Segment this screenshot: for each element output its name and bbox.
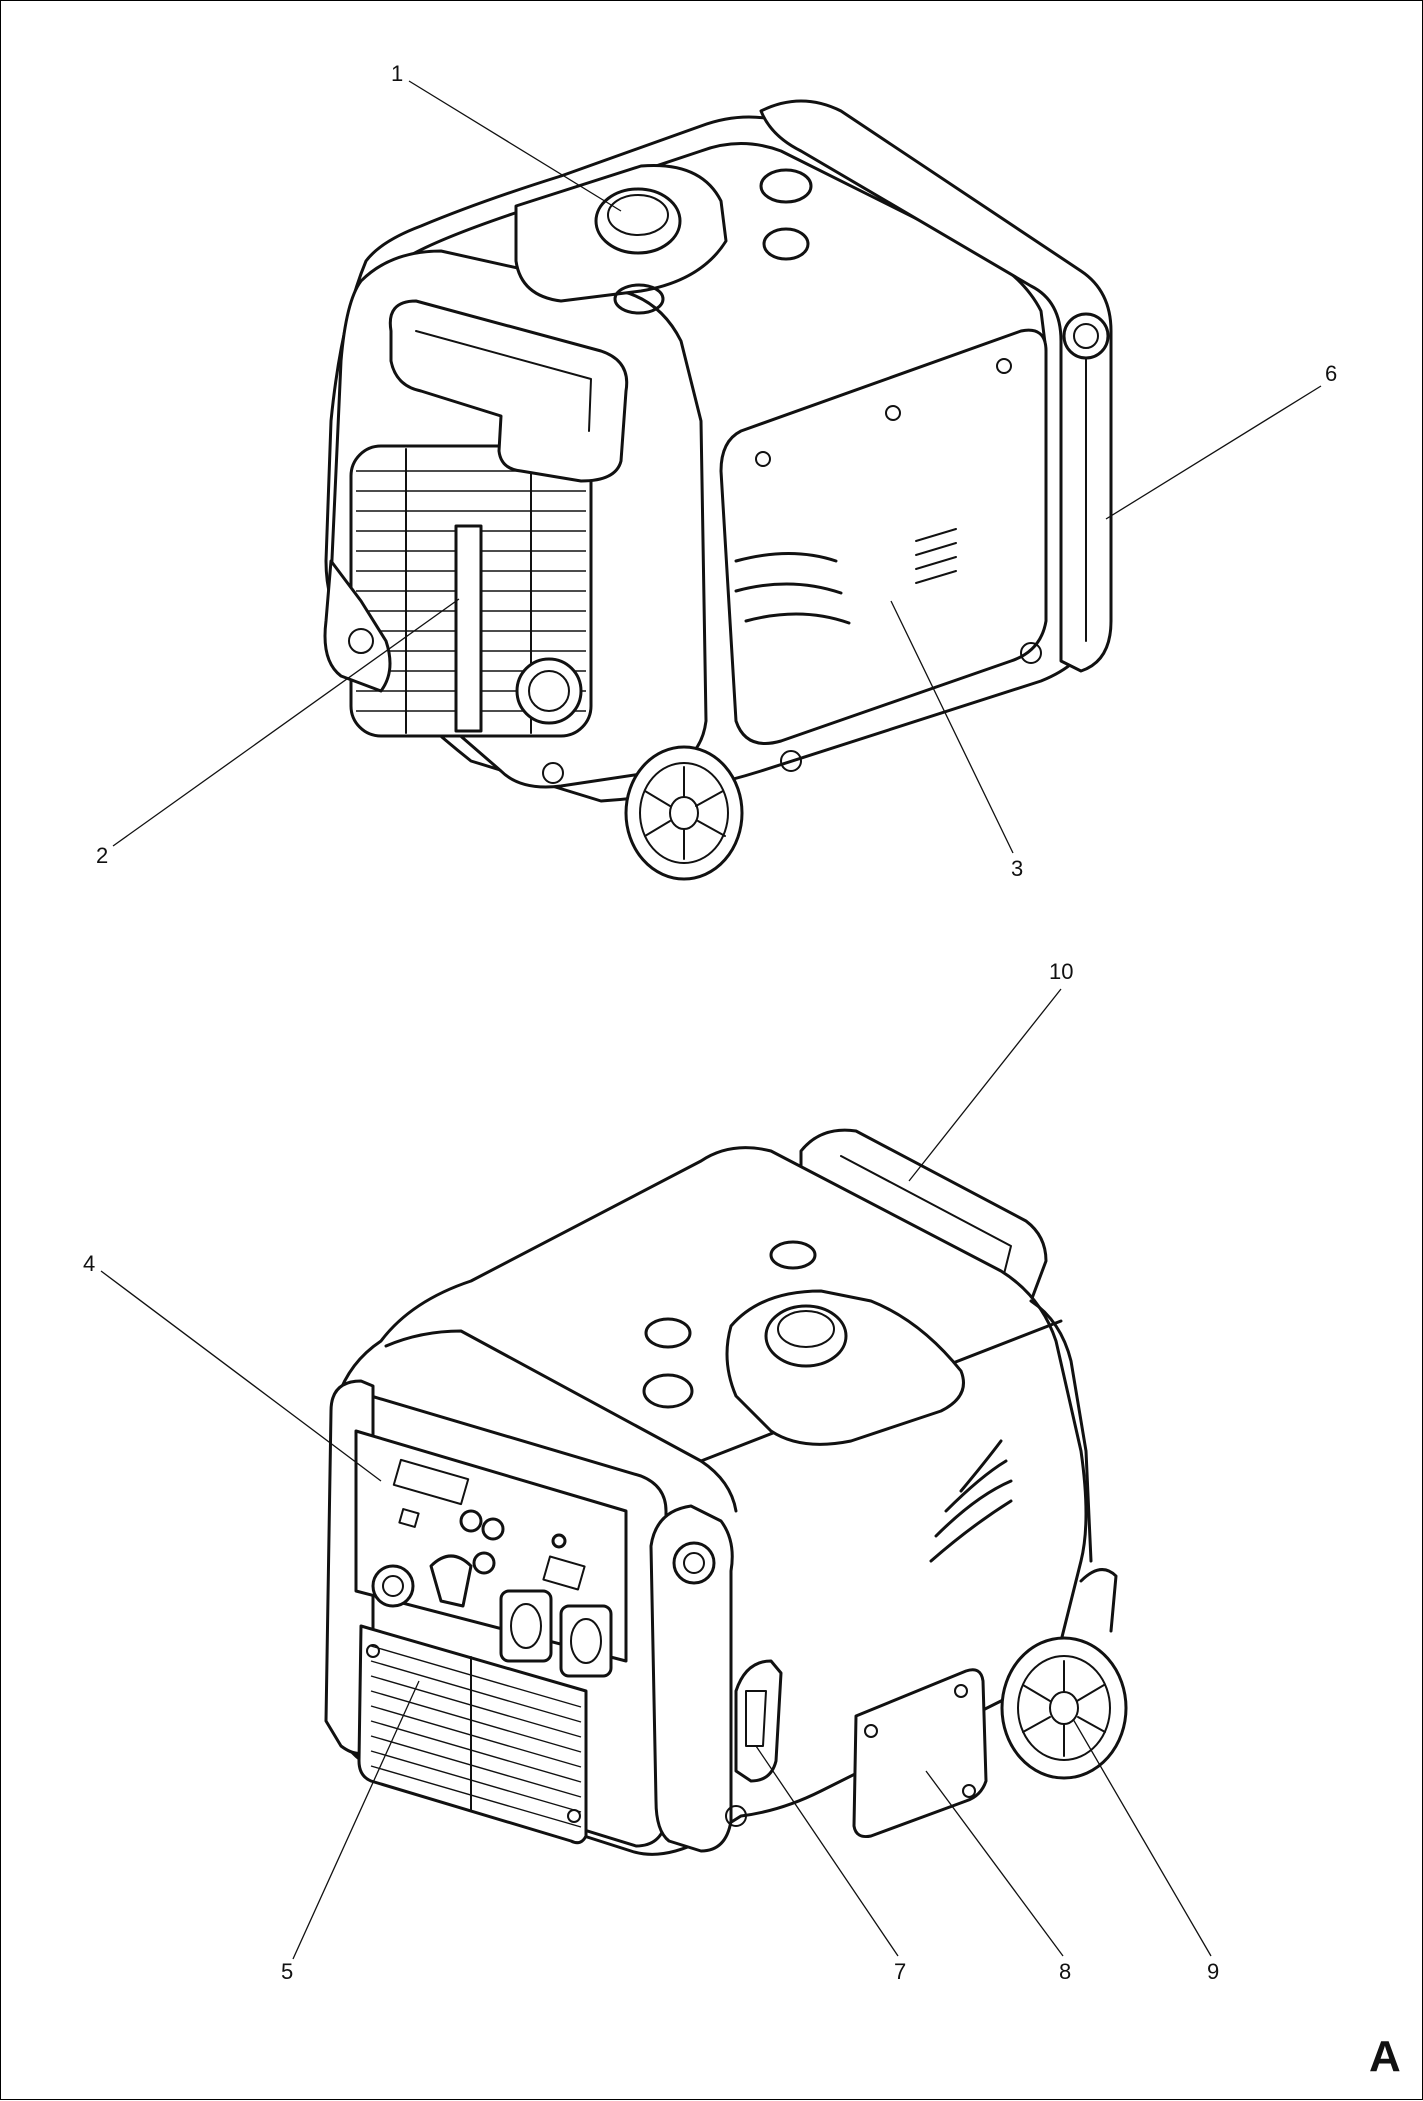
lower-side-access-panel (852, 1668, 988, 1838)
callout-6: 6 (1325, 361, 1337, 386)
upper-pull-start (515, 657, 583, 725)
upper-generator-view (323, 99, 1113, 881)
upper-front-bumper (323, 559, 392, 693)
lower-side-latch (734, 1659, 783, 1783)
callout-4: 4 (83, 1251, 95, 1276)
lower-choke-lever (429, 1554, 473, 1608)
callout-1: 1 (391, 61, 403, 86)
upper-rear-bolt (1062, 312, 1110, 360)
callout-5: 5 (281, 1959, 293, 1984)
callout-7: 7 (894, 1959, 906, 1984)
lower-indicator-lamp (459, 1509, 483, 1533)
callout-10: 10 (1049, 959, 1073, 984)
callout-2: 2 (96, 843, 108, 868)
lower-control-panel (354, 1429, 628, 1663)
lower-generator-view (324, 1128, 1128, 1856)
upper-grille-center-bar (454, 524, 483, 733)
lower-socket-left (499, 1589, 553, 1663)
lower-wheel (1000, 1636, 1128, 1780)
lower-callouts: 10 4 5 7 8 9 (83, 959, 1219, 1984)
lower-socket-right (559, 1604, 613, 1678)
callout-9: 9 (1207, 1959, 1219, 1984)
lower-right-bumper (649, 1504, 734, 1853)
lower-top-edge (384, 1329, 738, 1513)
callout-8: 8 (1059, 1959, 1071, 1984)
upper-fuel-cap (594, 187, 682, 255)
upper-rear-frame (759, 99, 1113, 673)
lower-dc-outlet (542, 1555, 586, 1591)
lower-ignition-knob (371, 1564, 415, 1608)
lower-display (392, 1458, 470, 1506)
figure-letter: A (1369, 2032, 1401, 2081)
lower-front-grille (357, 1624, 588, 1845)
lower-bumper-bolt (672, 1541, 716, 1585)
lower-fuel-cap (764, 1304, 848, 1368)
upper-side-panel (719, 328, 1048, 745)
upper-front-handle (388, 299, 629, 483)
callout-3: 3 (1011, 856, 1023, 881)
upper-wheel (624, 745, 744, 881)
upper-callouts: 1 2 3 6 (96, 61, 1337, 881)
